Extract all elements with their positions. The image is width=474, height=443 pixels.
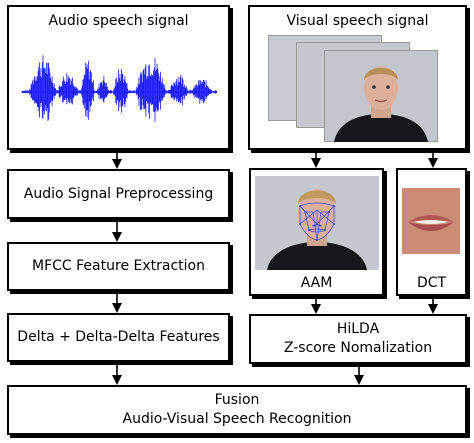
delta-features-label: Delta + Delta-Delta Features bbox=[17, 329, 220, 345]
fusion-label: Fusion bbox=[214, 392, 260, 408]
face-video-frames-icon bbox=[268, 35, 458, 145]
audio-waveform-icon bbox=[21, 55, 218, 122]
fusion-box: Fusion Audio-Visual Speech Recognition bbox=[7, 385, 467, 435]
visual-signal-panel: Visual speech signal bbox=[248, 5, 467, 150]
audio-panel-title: Audio speech signal bbox=[48, 13, 189, 29]
delta-features-box: Delta + Delta-Delta Features bbox=[7, 313, 230, 362]
mouth-region-icon bbox=[402, 188, 460, 254]
mfcc-label: MFCC Feature Extraction bbox=[32, 258, 205, 274]
face-landmarks-icon bbox=[255, 176, 379, 270]
dct-label: DCT bbox=[416, 275, 447, 291]
audio-signal-panel: Audio speech signal bbox=[7, 5, 230, 150]
visual-panel-title: Visual speech signal bbox=[286, 13, 429, 29]
audio-preprocessing-label: Audio Signal Preprocessing bbox=[23, 185, 214, 202]
hilda-label: HiLDA bbox=[336, 321, 380, 337]
aam-box: AAM bbox=[249, 168, 384, 296]
mfcc-box: MFCC Feature Extraction bbox=[7, 242, 230, 291]
dct-box: DCT bbox=[396, 168, 467, 296]
hilda-box: HiLDA Z-score Nomalization bbox=[249, 314, 467, 364]
audio-preprocessing-box: Audio Signal Preprocessing bbox=[7, 169, 230, 219]
zscore-label: Z-score Nomalization bbox=[283, 340, 433, 356]
aam-label: AAM bbox=[300, 275, 333, 291]
avsr-label: Audio-Visual Speech Recognition bbox=[122, 411, 352, 427]
